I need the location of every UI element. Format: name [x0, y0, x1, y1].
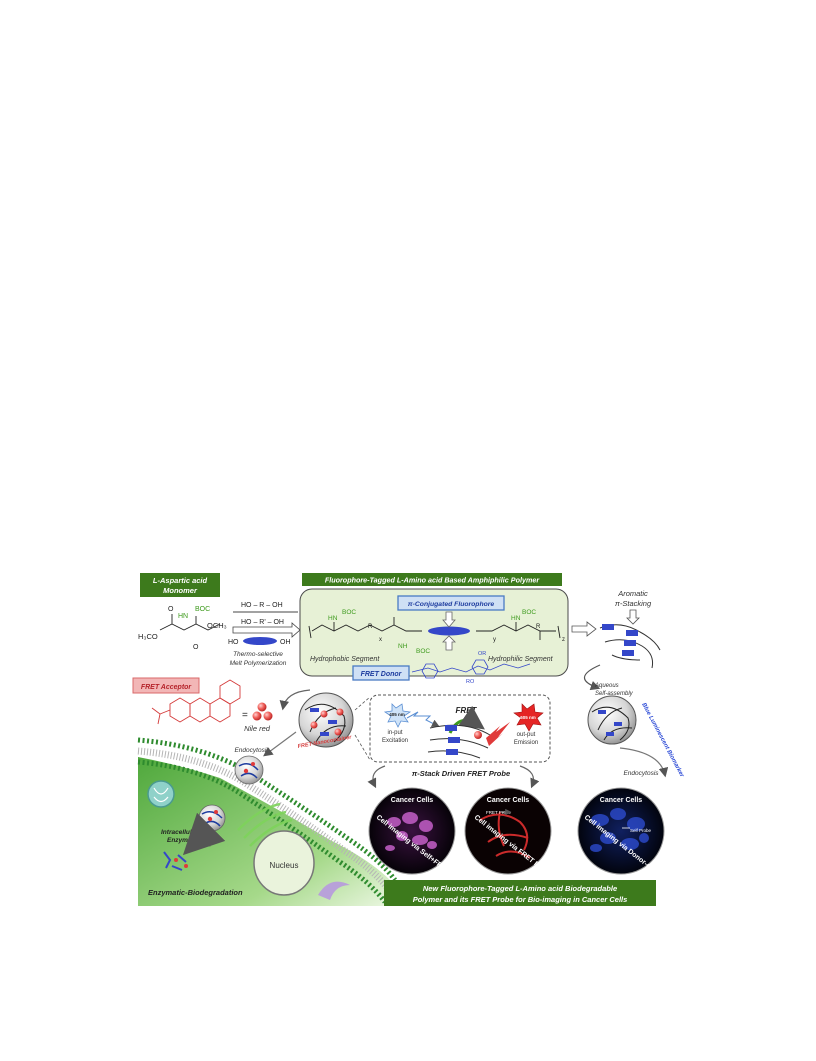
ro-label: RO [466, 679, 475, 685]
nm405-label: 405 nm [389, 712, 405, 717]
polymerization-2: Melt Polymerization [230, 660, 287, 667]
image3-title: Cancer Cells [600, 797, 643, 804]
stacked-polymer-chains [599, 624, 661, 669]
h3co-label: H₃CO [138, 632, 158, 641]
monomer-title-box [140, 573, 220, 597]
boc-label-4: BOC [522, 609, 536, 616]
enzymatic-label: Enzymatic-Biodegradation [148, 888, 243, 897]
cell-image-donor-emission: Cancer Cells Self Probe Cell imaging via… [577, 787, 673, 886]
aqueous-label-1: Aqueous [594, 683, 619, 689]
input-label-2: Excitation [382, 738, 408, 744]
polymerization-arrow [232, 622, 301, 638]
nile-red-label: Nile red [244, 724, 271, 733]
lysosome-icon [318, 881, 350, 900]
nucleus [253, 830, 315, 896]
donor-structure [411, 659, 531, 679]
oh-label: OH [280, 639, 291, 646]
equals-sign: = [242, 710, 248, 721]
boc-label-1: BOC [195, 606, 210, 613]
hn-label: HN [178, 613, 188, 620]
pi-fluorophore-label: π-Conjugated Fluorophore [408, 601, 495, 608]
conclusion-box [384, 880, 656, 906]
endocytosis-left-label: Endocytosis [234, 747, 270, 754]
och3-label: OCH₃ [207, 621, 227, 630]
polymerization-1: Thermo-selective [233, 651, 283, 658]
conclusion-line2: Polymer and its FRET Probe for Bio-imagi… [413, 895, 628, 904]
polymer-title-box [302, 573, 562, 586]
intracellular-label-1: Intracellular [161, 829, 198, 836]
excitation-arrow [406, 711, 440, 727]
fret-stacked-chains [427, 724, 491, 759]
boc-label-3: BOC [416, 648, 430, 655]
aromatic-label-1: Aromatic [617, 589, 648, 598]
fret-donor-box [352, 665, 410, 681]
cell-membrane [137, 737, 397, 882]
emission-starburst-icon [513, 703, 544, 732]
o-label-1: O [168, 606, 174, 613]
nile-red-beads [252, 702, 273, 721]
output-label-1: out-put [517, 732, 536, 738]
hn-label-3: HN [511, 615, 521, 622]
fret-acceptor-box [132, 677, 200, 694]
x-label: x [379, 637, 382, 643]
or-label: OR [478, 651, 486, 657]
pi-stack-probe-label: π-Stack Driven FRET Probe [412, 769, 510, 778]
output-label-2: Emission [514, 740, 538, 746]
intracellular-label-2: Enzymes [167, 837, 196, 844]
monomer-title-1: L-Aspartic acid [153, 576, 208, 585]
emission-lightning-icon [486, 722, 510, 746]
fluorophore-down-arrow [442, 635, 456, 651]
endocytosis-right-label: Endocytosis [623, 770, 659, 777]
hydrophilic-label: Hydrophilic Segment [488, 656, 554, 663]
backbone-fluorophore-icon [428, 626, 470, 636]
monomer-title-2: Monomer [163, 586, 198, 595]
cell-interior [138, 757, 390, 906]
aromatic-label-2: π-Stacking [615, 599, 652, 608]
boc-label-2: BOC [342, 609, 356, 616]
z-label: z [562, 637, 565, 643]
ho-label: HO [228, 639, 239, 646]
pi-fluorophore-box [397, 595, 505, 611]
y-label: y [493, 637, 496, 643]
excitation-starburst-icon [383, 703, 412, 728]
nucleus-label: Nucleus [270, 861, 299, 870]
fret-label: FRET [456, 706, 478, 715]
endocytosis-sphere-left [234, 755, 264, 785]
hydrophobic-label: Hydrophobic Segment [310, 656, 380, 663]
fluorophore-up-arrow [442, 611, 456, 628]
hn-label-2: HN [328, 615, 338, 622]
fret-mechanism-box [369, 694, 551, 763]
nile-red-structure [151, 679, 241, 725]
r-label-1: R [368, 624, 373, 630]
conclusion-line1: New Fluorophore-Tagged L-Amino acid Biod… [423, 884, 617, 893]
diol2-label: HO – R' – OH [241, 619, 284, 626]
image3-tag: Self Probe [630, 828, 652, 833]
degraded-fragments [163, 851, 187, 871]
cell-image-fret-probes: Cancer Cells FRET Probe Cell imaging via… [464, 787, 555, 881]
cell-image-self-fret: Cancer Cells Cell imaging via Self+FRET [368, 787, 456, 876]
nh-label: NH [398, 643, 408, 650]
image1-title: Cancer Cells [391, 797, 434, 804]
polymer-title: Fluorophore-Tagged L-Amino acid Based Am… [325, 576, 541, 585]
fluorophore-disc-icon [243, 637, 277, 645]
r-label-2: R [536, 624, 541, 630]
diol1-label: HO – R – OH [241, 602, 283, 609]
golgi-icon [237, 802, 293, 847]
fret-donor-label: FRET Donor [361, 671, 403, 678]
input-label-1: in-put [387, 730, 402, 736]
aspartic-acid-structure [159, 614, 221, 631]
o-label-2: O [193, 644, 199, 651]
fret-acceptor-label: FRET Acceptor [141, 684, 193, 691]
aqueous-label-2: Self-assembly [595, 691, 634, 697]
image2-tag: FRET Probe [486, 810, 511, 815]
nm605-label: 605 nm [520, 715, 536, 720]
stacking-right-arrow [571, 621, 597, 637]
polymer-backbone [308, 617, 561, 640]
image2-title: Cancer Cells [487, 797, 530, 804]
